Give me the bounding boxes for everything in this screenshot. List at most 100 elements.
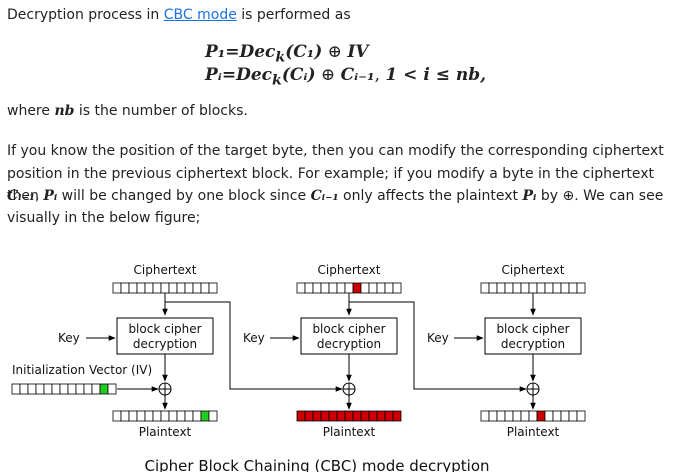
formula2-eq: =Dec bbox=[221, 65, 273, 85]
block-cipher-line2-2: decryption bbox=[317, 337, 381, 351]
formula1-lhs: P₁ bbox=[205, 42, 226, 62]
byte-cell bbox=[552, 282, 562, 294]
formula2-lhs: Pᵢ bbox=[205, 65, 222, 85]
iv-label: Initialization Vector (IV) bbox=[12, 363, 152, 377]
byte-cell bbox=[352, 410, 362, 422]
byte-cell bbox=[304, 282, 314, 294]
byte-cell bbox=[360, 282, 370, 294]
byte-cell bbox=[384, 282, 394, 294]
byte-cell bbox=[536, 410, 546, 422]
formula-line-2: Pᵢ=Deck(Cᵢ) ⊕ Cᵢ₋₁, 1 < i ≤ nb, bbox=[205, 65, 486, 88]
expl3-mid2: only affects the plaintext bbox=[338, 188, 523, 204]
xor-icon-3 bbox=[526, 382, 540, 396]
formula1-tail: IV bbox=[347, 42, 369, 62]
expl3-var1: Pᵢ bbox=[43, 188, 58, 204]
plaintext-label-3: Plaintext bbox=[507, 425, 560, 439]
explanation-line-3: then Pᵢ will be changed by one block sin… bbox=[7, 185, 663, 207]
byte-cell bbox=[11, 383, 21, 395]
block-cipher-line2-1: decryption bbox=[133, 337, 197, 351]
byte-cell bbox=[528, 410, 538, 422]
byte-cell bbox=[176, 410, 186, 422]
byte-cell bbox=[304, 410, 314, 422]
formula1-eq: =Dec bbox=[225, 42, 276, 62]
intro-before: Decryption process in bbox=[7, 7, 164, 23]
byte-cell bbox=[59, 383, 69, 395]
byte-cell bbox=[568, 282, 578, 294]
block-cipher-box-2 bbox=[300, 317, 398, 355]
xor-icon-2 bbox=[342, 382, 356, 396]
byte-cell bbox=[368, 282, 378, 294]
byte-cell bbox=[144, 282, 154, 294]
expl3-before: then bbox=[7, 188, 44, 204]
expl3-after: by ⊕. We can see bbox=[536, 188, 664, 204]
formula2-tail: Cᵢ₋₁ bbox=[340, 65, 375, 85]
explanation-line-2: position in the previous ciphertext bloc… bbox=[7, 163, 681, 207]
byte-cell bbox=[200, 282, 210, 294]
byte-cell bbox=[512, 282, 522, 294]
ciphertext-block-2 bbox=[296, 282, 402, 294]
formula2-key: k bbox=[272, 72, 282, 89]
byte-cell bbox=[184, 282, 194, 294]
plaintext-block-1 bbox=[112, 410, 218, 422]
byte-cell bbox=[192, 282, 202, 294]
intro-after: is performed as bbox=[236, 7, 351, 23]
formula2-op: ⊕ bbox=[315, 65, 341, 85]
byte-cell bbox=[107, 383, 117, 395]
byte-cell bbox=[488, 410, 498, 422]
byte-cell bbox=[520, 282, 530, 294]
byte-cell bbox=[296, 282, 306, 294]
diagram-caption: Cipher Block Chaining (CBC) mode decrypt… bbox=[144, 457, 489, 472]
byte-cell bbox=[136, 282, 146, 294]
byte-cell bbox=[352, 282, 362, 294]
byte-cell bbox=[168, 410, 178, 422]
byte-cell bbox=[128, 410, 138, 422]
expl2-before: position in the previous ciphertext bloc… bbox=[7, 166, 655, 182]
byte-cell bbox=[344, 410, 354, 422]
byte-cell bbox=[384, 410, 394, 422]
block-cipher-line1-2: block cipher bbox=[312, 322, 385, 336]
cbc-mode-link[interactable]: CBC mode bbox=[163, 7, 237, 23]
byte-cell bbox=[576, 410, 586, 422]
byte-cell bbox=[51, 383, 61, 395]
byte-cell bbox=[568, 410, 578, 422]
plaintext-block-3 bbox=[480, 410, 586, 422]
byte-cell bbox=[336, 282, 346, 294]
plaintext-block-2 bbox=[296, 410, 402, 422]
byte-cell bbox=[328, 282, 338, 294]
byte-cell bbox=[512, 410, 522, 422]
block-cipher-line2-3: decryption bbox=[501, 337, 565, 351]
intro-text: Decryption process in CBC mode is perfor… bbox=[7, 4, 351, 26]
key-label-2: Key bbox=[243, 331, 265, 345]
formula1-op: ⊕ bbox=[322, 42, 348, 62]
expl3-var3: Pᵢ bbox=[522, 188, 537, 204]
byte-cell bbox=[144, 410, 154, 422]
byte-cell bbox=[208, 410, 218, 422]
where-after: is the number of blocks. bbox=[74, 103, 248, 119]
byte-cell bbox=[120, 282, 130, 294]
byte-cell bbox=[528, 282, 538, 294]
byte-cell bbox=[120, 410, 130, 422]
expl2-after: , bbox=[35, 188, 40, 204]
byte-cell bbox=[192, 410, 202, 422]
formula-line-1: P₁=Deck(C₁) ⊕ IV bbox=[205, 42, 369, 65]
byte-cell bbox=[312, 282, 322, 294]
byte-cell bbox=[160, 410, 170, 422]
chain-arrow-2-to-3 bbox=[349, 301, 527, 392]
ciphertext-label-3: Ciphertext bbox=[502, 263, 565, 277]
byte-cell bbox=[67, 383, 77, 395]
byte-cell bbox=[552, 410, 562, 422]
byte-cell bbox=[392, 282, 402, 294]
byte-cell bbox=[376, 410, 386, 422]
expl3-mid: will be changed by one block since bbox=[57, 188, 311, 204]
byte-cell bbox=[376, 282, 386, 294]
byte-cell bbox=[504, 282, 514, 294]
cbc-column-3: Ciphertext block cipher decryption Key P… bbox=[427, 263, 586, 439]
byte-cell bbox=[128, 282, 138, 294]
formula1-key: k bbox=[275, 49, 286, 66]
byte-cell bbox=[75, 383, 85, 395]
key-label-1: Key bbox=[58, 331, 80, 345]
byte-cell bbox=[176, 282, 186, 294]
byte-cell bbox=[184, 410, 194, 422]
byte-cell bbox=[168, 282, 178, 294]
explanation-line-4: visually in the below figure; bbox=[7, 210, 201, 226]
